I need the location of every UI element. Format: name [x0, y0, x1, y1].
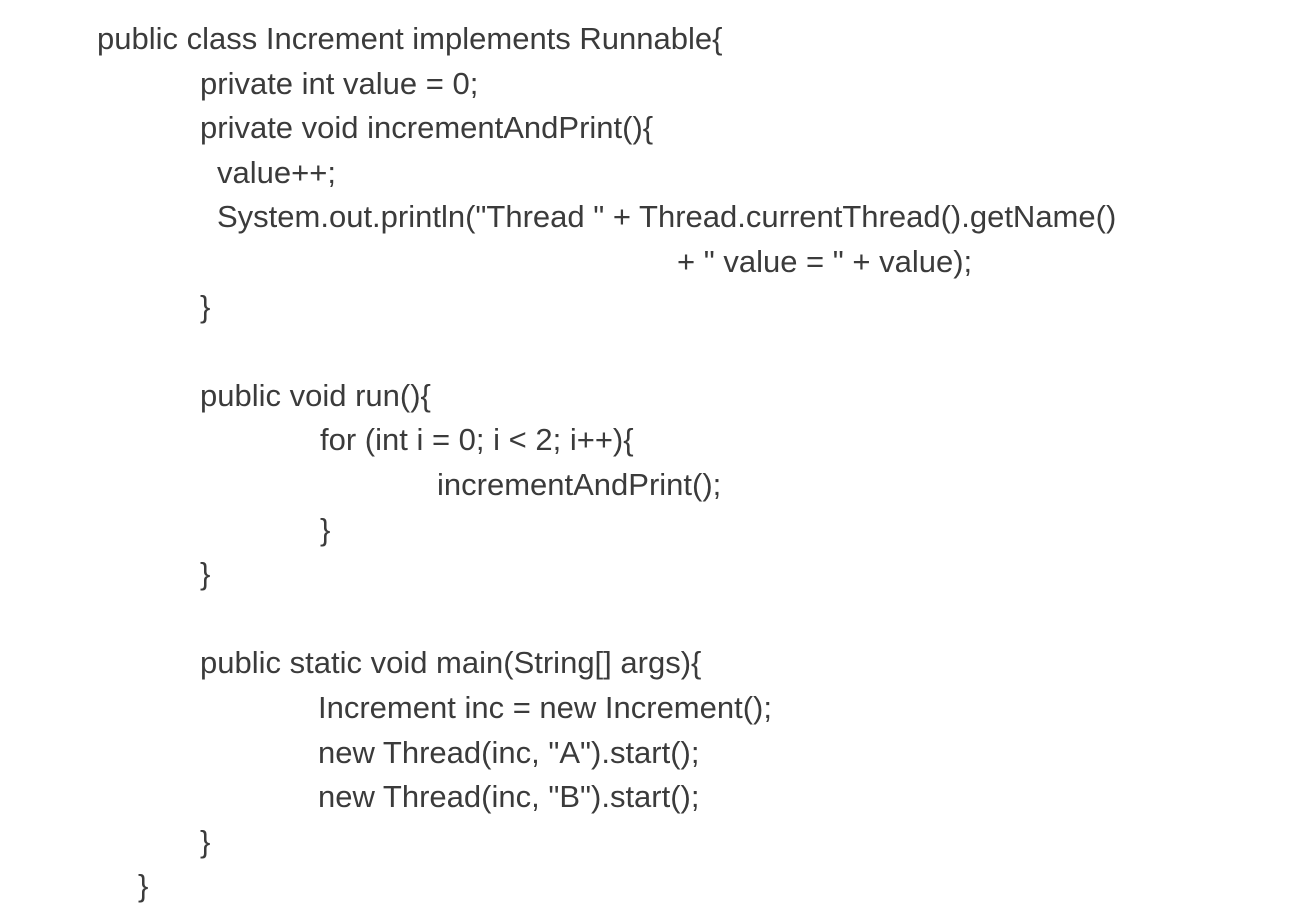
code-line: Increment inc = new Increment(); — [318, 689, 772, 725]
code-line: new Thread(inc, "B").start(); — [318, 779, 700, 815]
code-line: + " value = " + value); — [677, 243, 973, 279]
code-line — [97, 329, 1116, 374]
code-line: private int value = 0; — [200, 65, 479, 101]
code-line: } — [320, 511, 331, 547]
code-line: } — [138, 868, 149, 904]
code-line: value++; — [217, 154, 336, 190]
code-line: } — [200, 556, 211, 592]
code-line — [97, 597, 1116, 642]
code-line: public void run(){ — [200, 377, 431, 413]
code-line: public static void main(String[] args){ — [200, 645, 702, 681]
code-line: for (int i = 0; i < 2; i++){ — [320, 422, 634, 458]
code-line: } — [200, 823, 211, 859]
code-line: new Thread(inc, "A").start(); — [318, 734, 700, 770]
java-code-listing: public class Increment implements Runnab… — [97, 17, 1116, 909]
code-line: private void incrementAndPrint(){ — [200, 110, 654, 146]
code-line: System.out.println("Thread " + Thread.cu… — [217, 199, 1117, 235]
code-line: incrementAndPrint(); — [437, 466, 722, 502]
code-line: public class Increment implements Runnab… — [97, 21, 723, 56]
code-line: } — [200, 288, 211, 324]
